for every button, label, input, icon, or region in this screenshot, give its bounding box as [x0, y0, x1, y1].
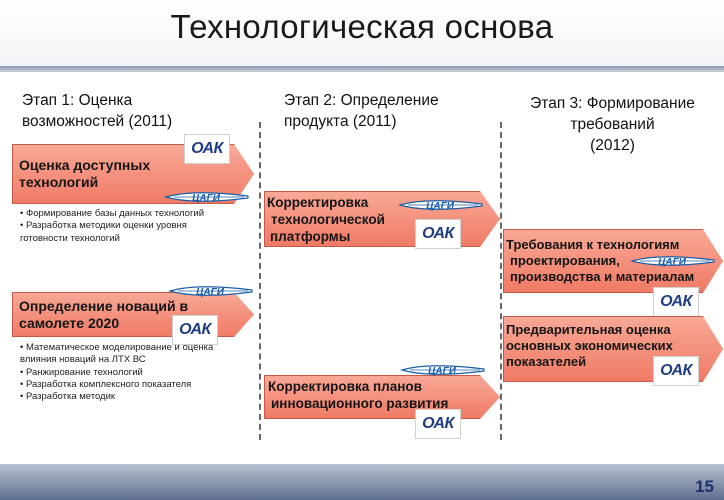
box-innovations-label: Определение новаций в самолете 2020: [19, 298, 189, 331]
box-platform-correction-label: Корректировка технологической платформы: [267, 195, 385, 244]
box-tech-assessment-label: Оценка доступных технологий: [19, 157, 151, 190]
box-tech-requirements-label: Требования к технологиям проектирования,…: [506, 237, 695, 284]
tsagi-logo-icon: ЦАГИ: [400, 365, 485, 377]
page-title: Технологическая основа: [170, 8, 554, 45]
box-innovation-plans-label: Корректировка планов инновационного разв…: [268, 379, 449, 411]
tsagi-logo-icon: ЦАГИ: [164, 192, 249, 204]
oak-logo-icon: ОАК: [653, 356, 699, 386]
footer-bar: [0, 464, 724, 500]
bullets-tech-assessment: • Формирование базы данных технологий • …: [20, 208, 205, 244]
oak-logo-icon: ОАК: [653, 287, 699, 317]
stage-divider-2: [500, 122, 502, 440]
stage-divider-1: [259, 122, 261, 440]
stage-2-heading: Этап 2: Определение продукта (2011): [284, 92, 439, 130]
svg-text:ЦАГИ: ЦАГИ: [426, 201, 455, 212]
title-divider: [0, 66, 724, 72]
tsagi-logo-icon: ЦАГИ: [168, 286, 253, 298]
tsagi-logo-icon: ЦАГИ: [630, 256, 715, 268]
oak-logo-icon: ОАК: [415, 409, 461, 439]
svg-text:ЦАГИ: ЦАГИ: [658, 257, 687, 268]
page-number: 15: [695, 477, 714, 496]
stage-3-heading: Этап 3: Формирование требований (2012): [530, 95, 695, 154]
svg-text:ЦАГИ: ЦАГИ: [428, 366, 457, 377]
box-economic-assessment-label: Предварительная оценка основных экономич…: [506, 322, 673, 369]
svg-text:ЦАГИ: ЦАГИ: [192, 193, 221, 204]
oak-logo-icon: ОАК: [415, 219, 461, 249]
title-area: [0, 0, 724, 66]
tsagi-logo-icon: ЦАГИ: [398, 200, 483, 212]
oak-logo-icon: ОАК: [184, 134, 230, 164]
svg-text:ЦАГИ: ЦАГИ: [196, 287, 225, 298]
bullets-innovations: • Математическое моделирование и оценка …: [20, 342, 214, 403]
oak-logo-icon: ОАК: [172, 315, 218, 345]
stage-1-heading: Этап 1: Оценка возможностей (2011): [22, 92, 173, 130]
